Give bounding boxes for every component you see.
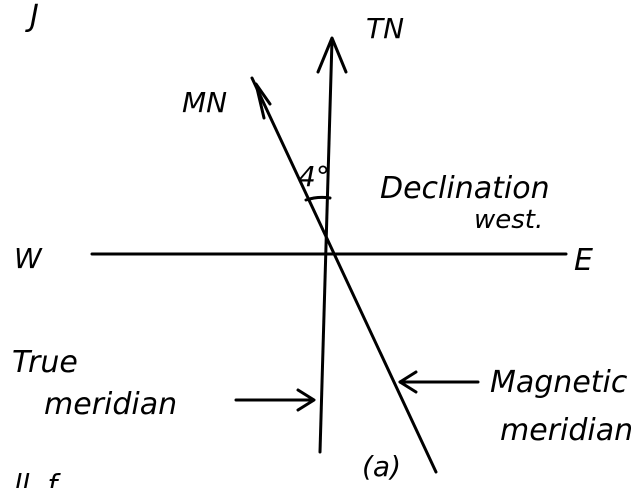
declination-angle-label: 4° [298, 160, 330, 193]
magnetic-meridian-line [250, 76, 438, 474]
true-meridian-pointer-head [296, 388, 316, 412]
magnetic-meridian-label-line1: Magnetic [490, 365, 628, 400]
declination-arc [304, 195, 332, 202]
magnetic-meridian-label-line2: meridian [500, 413, 631, 448]
true-meridian-label-line1: True [12, 345, 78, 380]
bottom-fragment-text: ll. f [14, 468, 61, 488]
declination-label: Declination [380, 171, 550, 206]
magnetic-north-arrowhead [254, 82, 272, 120]
east-label: E [574, 243, 593, 278]
true-north-label: TN [366, 12, 404, 45]
figure-label: (a) [362, 450, 401, 483]
declination-direction-label: west. [474, 205, 543, 235]
corner-mark: J [25, 0, 39, 34]
true-meridian-line [318, 38, 334, 454]
true-north-arrowhead [316, 36, 348, 74]
west-label: W [14, 242, 43, 275]
magnetic-north-label: MN [182, 86, 227, 119]
magnetic-meridian-pointer-head [398, 370, 418, 394]
true-meridian-label-line2: meridian [44, 387, 177, 422]
